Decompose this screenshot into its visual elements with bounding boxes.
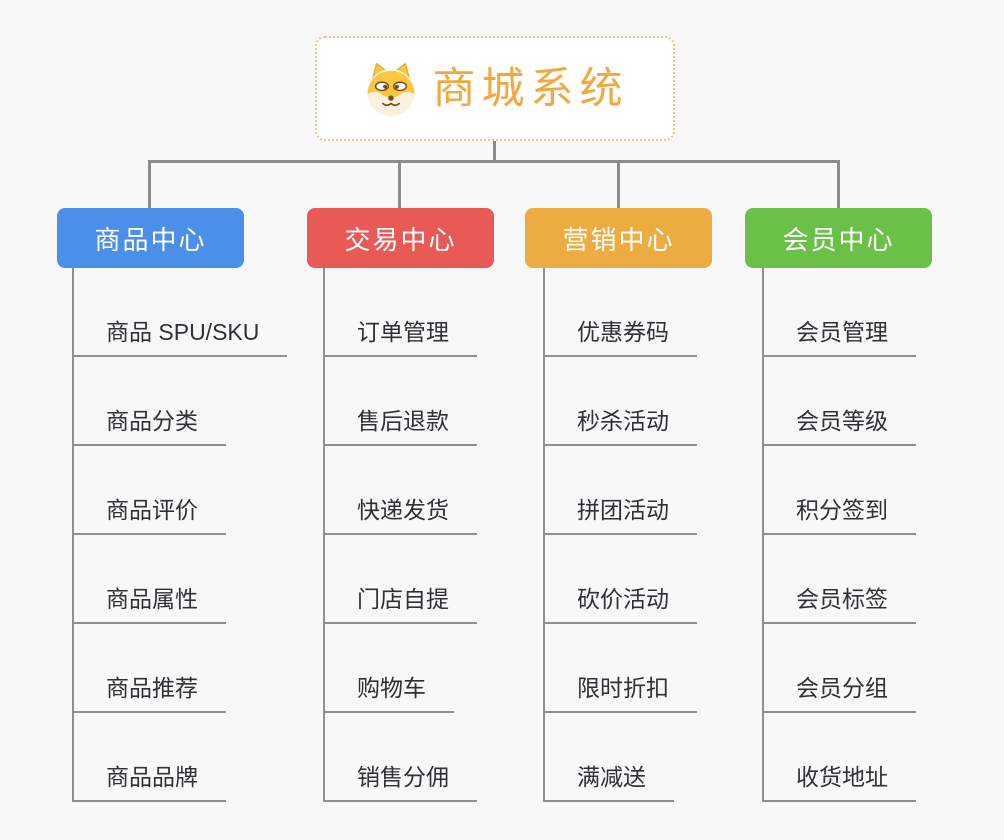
branch-node-product-center[interactable]: 商品中心 xyxy=(57,208,244,268)
leaf-node[interactable]: 销售分佣 xyxy=(323,762,477,802)
leaf-node[interactable]: 商品属性 xyxy=(72,584,226,624)
branch-label: 营销中心 xyxy=(562,224,675,255)
shiba-dog-face-icon xyxy=(366,62,415,116)
leaf-node[interactable]: 拼团活动 xyxy=(543,495,697,535)
leaf-node[interactable]: 积分签到 xyxy=(762,495,916,535)
leaf-node[interactable]: 门店自提 xyxy=(323,584,477,624)
root-node-mall-system[interactable]: 商城系统 xyxy=(315,36,675,141)
leaf-node[interactable]: 优惠券码 xyxy=(543,317,697,357)
branch-label: 商品中心 xyxy=(94,224,207,255)
leaf-node[interactable]: 秒杀活动 xyxy=(543,406,697,446)
leaf-node[interactable]: 满减送 xyxy=(543,762,674,802)
branch-drop-line xyxy=(148,162,151,208)
branch-connector-line xyxy=(148,160,840,163)
root-stem-line xyxy=(493,141,496,162)
branch-node-marketing-center[interactable]: 营销中心 xyxy=(525,208,712,268)
column-trunk-line xyxy=(762,268,764,802)
leaf-node[interactable]: 商品品牌 xyxy=(72,762,226,802)
leaf-node[interactable]: 商品 SPU/SKU xyxy=(72,317,288,357)
leaf-node[interactable]: 商品推荐 xyxy=(72,673,226,713)
leaf-node[interactable]: 限时折扣 xyxy=(543,673,697,713)
leaf-node[interactable]: 商品评价 xyxy=(72,495,226,535)
leaf-node[interactable]: 会员等级 xyxy=(762,406,916,446)
leaf-node[interactable]: 订单管理 xyxy=(323,317,477,357)
leaf-node[interactable]: 购物车 xyxy=(323,673,454,713)
column-trunk-line xyxy=(543,268,545,802)
leaf-node[interactable]: 会员管理 xyxy=(762,317,916,357)
leaf-node[interactable]: 快递发货 xyxy=(323,495,477,535)
leaf-node[interactable]: 售后退款 xyxy=(323,406,477,446)
leaf-node[interactable]: 会员分组 xyxy=(762,673,916,713)
branch-node-member-center[interactable]: 会员中心 xyxy=(745,208,932,268)
branch-label: 交易中心 xyxy=(344,224,457,255)
branch-drop-line xyxy=(398,162,401,208)
column-trunk-line xyxy=(72,268,74,802)
leaf-node[interactable]: 砍价活动 xyxy=(543,584,697,624)
branch-drop-line xyxy=(837,162,840,208)
leaf-node[interactable]: 收货地址 xyxy=(762,762,916,802)
branch-drop-line xyxy=(617,162,620,208)
column-trunk-line xyxy=(323,268,325,802)
leaf-node[interactable]: 会员标签 xyxy=(762,584,916,624)
leaf-node[interactable]: 商品分类 xyxy=(72,406,226,446)
branch-label: 会员中心 xyxy=(782,224,895,255)
branch-node-trade-center[interactable]: 交易中心 xyxy=(307,208,494,268)
root-node-title: 商城系统 xyxy=(432,65,629,113)
